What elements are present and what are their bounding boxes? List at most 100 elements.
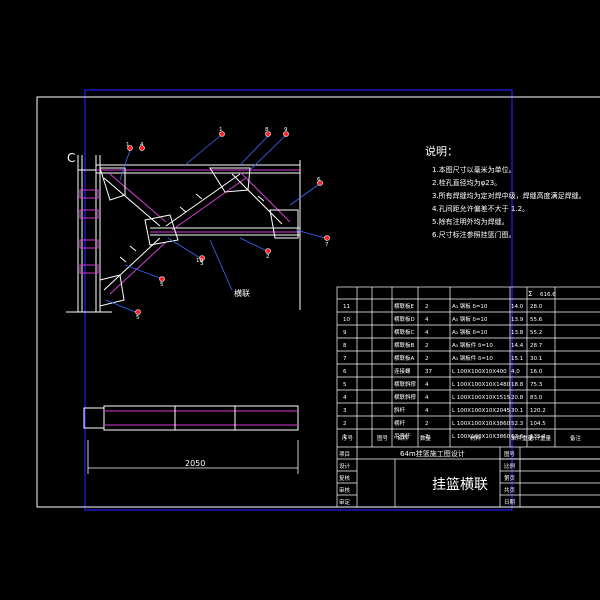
svg-text:审核: 审核 bbox=[339, 486, 351, 494]
bom-cell-unit: 18.8 bbox=[511, 382, 524, 388]
svg-text:2: 2 bbox=[266, 254, 270, 260]
bom-cell-qty: 4 bbox=[425, 382, 429, 388]
bom-cell-unit: 14.4 bbox=[511, 343, 524, 349]
bom-cell-no: 11 bbox=[343, 304, 350, 310]
svg-text:备注: 备注 bbox=[570, 434, 582, 442]
bom-cell-material: L 100X100X10X3860 bbox=[452, 421, 511, 427]
bom-cell-material: A₃ 钢板件 δ=10 bbox=[452, 341, 493, 349]
bom-cell-unit: 13.8 bbox=[511, 330, 524, 336]
callout-labels: 1 4 1 8 9 6 7 2 3 5 10 5 bbox=[126, 127, 329, 321]
bom-cell-no: 2 bbox=[343, 421, 347, 427]
bom-table bbox=[336, 286, 600, 508]
bom-cell-no: 1 bbox=[343, 434, 347, 440]
bom-cell-no: 9 bbox=[343, 330, 347, 336]
bom-cell-qty: 37 bbox=[425, 369, 432, 375]
svg-text:8: 8 bbox=[265, 127, 269, 133]
bom-cell-unit: 14.0 bbox=[511, 304, 524, 310]
bom-cell-name: 横联板C bbox=[394, 328, 415, 336]
bom-cell-total: 28.7 bbox=[530, 343, 543, 349]
svg-text:9: 9 bbox=[284, 127, 288, 133]
svg-text:5: 5 bbox=[136, 315, 140, 321]
dimension-line bbox=[87, 440, 299, 474]
elevation-view bbox=[66, 155, 301, 313]
bom-cell-name: 横联斜撑 bbox=[394, 380, 417, 388]
svg-text:共页: 共页 bbox=[504, 486, 516, 494]
dimension-value: 2050 bbox=[185, 459, 205, 468]
bom-cell-material: L 100X100X10X1515 bbox=[452, 395, 511, 401]
bom-header: 序号 图号 名称 数量 材料 单件重量 总计重量 备注 bbox=[342, 434, 582, 442]
bom-cell-total: 83.0 bbox=[530, 395, 543, 401]
callouts bbox=[127, 131, 330, 315]
title-right-labels: 图号 比例 第页 共页 日期 bbox=[504, 450, 516, 506]
title-left-labels: 设计 复核 审核 审定 bbox=[339, 462, 351, 506]
svg-text:3.所有焊缝均为定对焊中级，焊缝高度满足焊缝。: 3.所有焊缝均为定对焊中级，焊缝高度满足焊缝。 bbox=[432, 191, 586, 200]
svg-text:复核: 复核 bbox=[339, 474, 351, 482]
svg-text:5: 5 bbox=[160, 282, 164, 288]
bom-cell-unit: 20.8 bbox=[511, 395, 524, 401]
corner-letter: C bbox=[67, 151, 75, 165]
svg-text:图号: 图号 bbox=[504, 450, 516, 458]
svg-text:4.孔间距允许偏差不大于 1.2。: 4.孔间距允许偏差不大于 1.2。 bbox=[432, 204, 529, 213]
member-label: 横联 bbox=[234, 288, 250, 298]
frame-border bbox=[36, 96, 600, 508]
svg-text:材料: 材料 bbox=[470, 434, 482, 442]
bom-cell-total: 30.1 bbox=[530, 356, 542, 362]
svg-text:比例: 比例 bbox=[504, 462, 516, 470]
project-label: 项目 bbox=[339, 451, 350, 458]
bom-cell-total: 104.5 bbox=[530, 421, 546, 427]
bom-cell-material: A₃ 钢板件 δ=10 bbox=[452, 354, 493, 362]
bom-cell-no: 7 bbox=[343, 356, 347, 362]
bom-cell-unit: 15.1 bbox=[511, 356, 523, 362]
bom-cell-unit: 4.0 bbox=[511, 369, 520, 375]
svg-text:10: 10 bbox=[196, 258, 203, 264]
svg-text:5.除有注明外均为焊缝。: 5.除有注明外均为焊缝。 bbox=[432, 217, 509, 226]
drawing-title: 挂篮横联 bbox=[432, 477, 488, 493]
bom-cell-total: 28.0 bbox=[530, 304, 543, 310]
bom-cell-qty: 4 bbox=[425, 330, 429, 336]
bom-cell-qty: 2 bbox=[425, 356, 429, 362]
project-value: 64m挂篮施工图设计 bbox=[400, 449, 465, 458]
bom-cell-no: 5 bbox=[343, 382, 347, 388]
bom-cell-qty: 4 bbox=[425, 408, 429, 414]
bom-cell-name: 斜杆 bbox=[394, 406, 406, 414]
bom-cell-no: 4 bbox=[343, 395, 347, 401]
bom-cell-material: A₃ 钢板 δ=10 bbox=[452, 328, 488, 336]
bom-cell-no: 8 bbox=[343, 343, 347, 349]
notes-title: 说明： bbox=[425, 144, 458, 158]
bom-cell-total: 75.3 bbox=[530, 382, 543, 388]
bom-cell-material: L 100X100X10X1480 bbox=[452, 382, 511, 388]
bom-cell-material: L 100X100X10X400 bbox=[452, 369, 507, 375]
bom-cell-name: 连接螺 bbox=[394, 367, 411, 375]
svg-text:2.栓孔直径均为φ23。: 2.栓孔直径均为φ23。 bbox=[432, 178, 501, 187]
svg-text:图号: 图号 bbox=[377, 434, 389, 442]
bom-cell-name: 横联板B bbox=[394, 341, 415, 349]
bom-cell-qty: 2 bbox=[425, 343, 429, 349]
svg-text:日期: 日期 bbox=[504, 499, 516, 506]
notes-list: 1.本图尺寸以毫米为单位。 2.栓孔直径均为φ23。 3.所有焊缝均为定对焊中级… bbox=[432, 165, 586, 239]
bom-cell-total: 16.0 bbox=[530, 369, 543, 375]
bom-cell-unit: 13.9 bbox=[511, 317, 524, 323]
bom-cell-material: A₃ 钢板 δ=10 bbox=[452, 315, 488, 323]
svg-text:数量: 数量 bbox=[420, 434, 432, 442]
bom-total-label: Σ bbox=[528, 290, 532, 298]
svg-text:1: 1 bbox=[126, 142, 130, 148]
svg-text:序号: 序号 bbox=[342, 434, 354, 442]
svg-text:第页: 第页 bbox=[504, 474, 516, 482]
bom-cell-unit: 67.6 bbox=[511, 434, 524, 440]
bom-row: 8 横联板B 2 A₃ 钢板件 δ=10 14.4 28.7 bbox=[343, 341, 543, 349]
bom-cell-qty: 2 bbox=[425, 421, 429, 427]
svg-text:1.本图尺寸以毫米为单位。: 1.本图尺寸以毫米为单位。 bbox=[432, 165, 516, 174]
bom-cell-material: L 100X100X10X2045 bbox=[452, 408, 511, 414]
bom-cell-name: 横杆 bbox=[394, 419, 406, 427]
svg-text:7: 7 bbox=[325, 242, 329, 248]
svg-text:6.尺寸标注参照挂篮门图。: 6.尺寸标注参照挂篮门图。 bbox=[432, 230, 516, 239]
